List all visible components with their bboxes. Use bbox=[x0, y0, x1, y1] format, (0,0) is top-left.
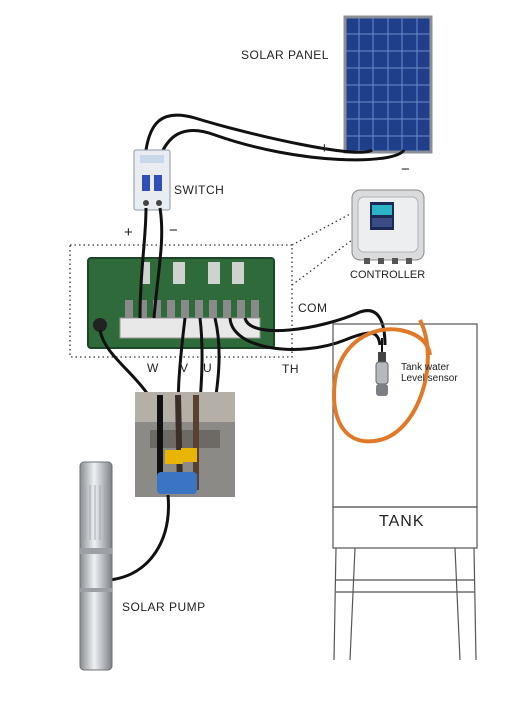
level-sensor bbox=[375, 338, 389, 396]
switch-label: SWITCH bbox=[174, 183, 225, 197]
pump-cable bbox=[109, 494, 170, 582]
breaker-switch bbox=[133, 149, 171, 211]
sensor-label-line2: Level sensor bbox=[401, 373, 458, 384]
sensor-label-line1: Tank water bbox=[401, 362, 450, 373]
tank bbox=[332, 323, 478, 661]
wire-connection-photo bbox=[135, 392, 235, 497]
switch-plus-sign: + bbox=[124, 224, 134, 241]
switch-minus-sign: − bbox=[169, 222, 179, 239]
switch-board-wires bbox=[138, 207, 164, 319]
highlight-circle bbox=[332, 319, 432, 444]
th-label: TH bbox=[282, 362, 299, 376]
solar-pump-label: SOLAR PUMP bbox=[122, 600, 206, 614]
tank-label: TANK bbox=[379, 513, 425, 530]
controller-label: CONTROLLER bbox=[350, 269, 426, 281]
circuit-board bbox=[87, 257, 275, 349]
u-label: U bbox=[203, 361, 213, 375]
panel-wires bbox=[144, 113, 406, 162]
solar-pump bbox=[79, 461, 113, 671]
w-label: W bbox=[147, 361, 159, 375]
controller-leader-lines bbox=[291, 212, 353, 286]
v-label: V bbox=[180, 361, 189, 375]
panel-minus-sign: − bbox=[401, 161, 411, 178]
solar-panel-label: SOLAR PANEL bbox=[241, 48, 329, 62]
controller-outline bbox=[69, 244, 293, 358]
solar-panel bbox=[343, 15, 433, 154]
com-label: COM bbox=[298, 301, 328, 315]
controller-device bbox=[351, 189, 425, 264]
panel-plus-sign: + bbox=[320, 140, 330, 157]
